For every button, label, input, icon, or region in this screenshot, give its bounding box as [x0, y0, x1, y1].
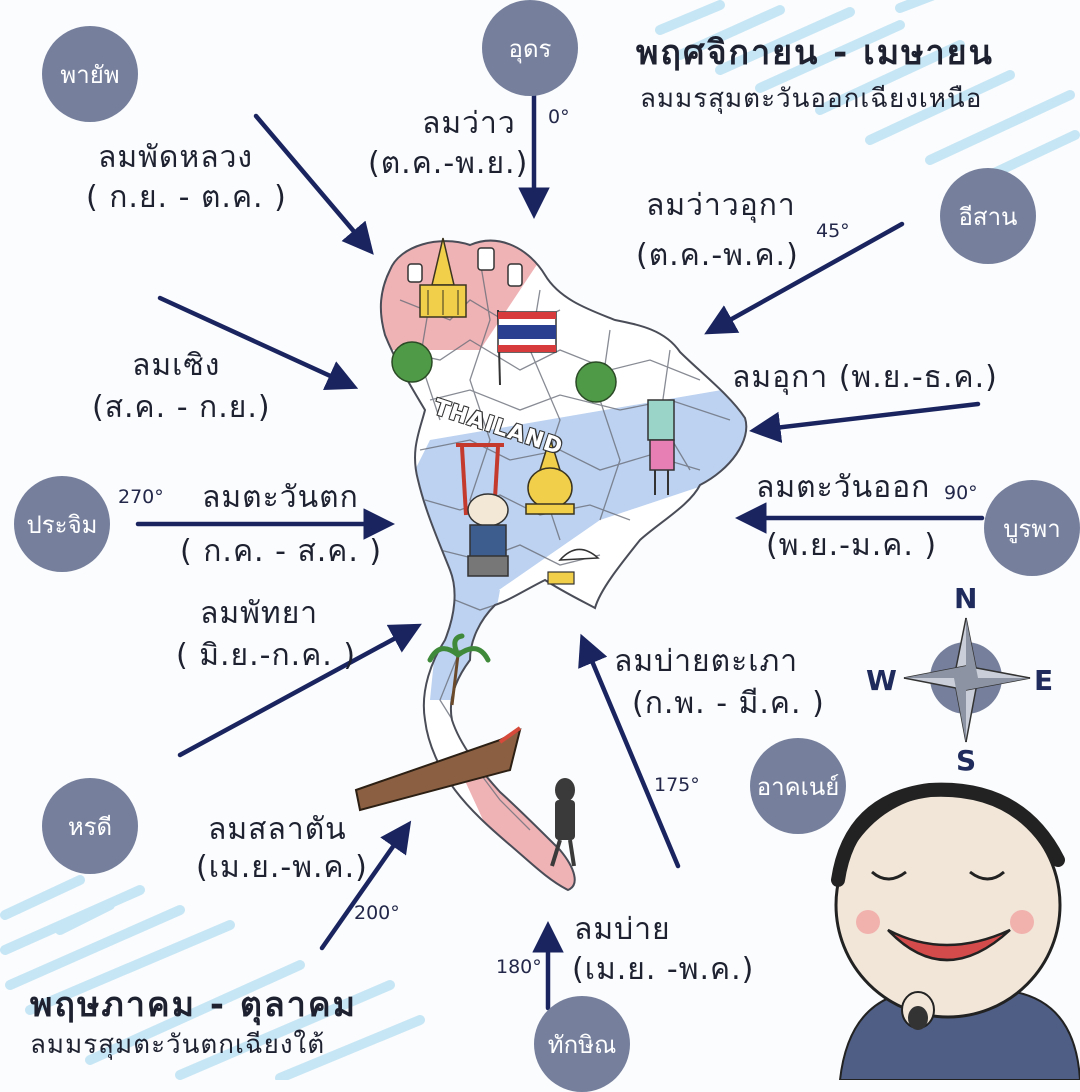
direction-badge-udon: อุดร: [482, 0, 578, 96]
arrow-phat-ya: [177, 623, 422, 758]
wind-label-wao: ลมว่าว: [422, 106, 516, 141]
wind-label-bai: ลมบ่าย: [574, 912, 671, 947]
direction-badge-akhane: อาคเนย์: [750, 738, 846, 834]
direction-badge-phayap: พายัพ: [42, 26, 138, 122]
wind-period-bai-ta-phao: (ก.พ. - มี.ค. ): [632, 686, 825, 721]
arrow-wao-ukah: [704, 221, 905, 335]
tree-illustration: [391, 341, 617, 403]
wind-period-bai: (เม.ย. -พ.ค.): [572, 952, 755, 987]
direction-badge-pracheem: ประจิม: [14, 476, 110, 572]
wind-label-salatan: ลมสลาตัน: [208, 812, 347, 847]
wind-label-tawan-ok: ลมตะวันออก: [756, 470, 931, 505]
stupa-illustration: [525, 435, 575, 515]
wind-degree-wao: 0°: [548, 106, 570, 128]
sky-stripes-bottom: [0, 875, 425, 1080]
beach-umbrella-illustration: [547, 548, 600, 585]
compass-rose: [903, 617, 1031, 743]
arrow-salatan: [319, 820, 412, 951]
longtail-boat-illustration: [354, 726, 522, 812]
wind-label-tawan-tok: ลมตะวันตก: [202, 480, 359, 515]
wind-label-phat-ya: ลมพัทยา: [200, 596, 319, 631]
wind-label-wao-ukah: ลมว่าวอุกา: [646, 188, 796, 223]
wind-degree-tawan-tok: 270°: [118, 486, 164, 508]
footer-subtitle: ลมมรสุมตะวันตกเฉียงใต้: [30, 1030, 326, 1060]
arrow-ukah: [749, 401, 981, 444]
wind-period-wao: (ต.ค.-พ.ย.): [368, 146, 529, 181]
palm-tree-illustration: [427, 633, 491, 706]
lantern-illustration: [407, 247, 523, 287]
header-title: พฤศจิกายน - เมษายน: [636, 33, 994, 73]
wind-arrows: [135, 89, 985, 1011]
footer-title: พฤษภาคม - ตุลาคม: [30, 985, 358, 1025]
phi-ta-khon-illustration: [647, 399, 675, 495]
boy-character-illustration: [467, 493, 509, 577]
direction-badge-harodee: หรดี: [42, 778, 138, 874]
direction-badge-isan: อีสาน: [940, 168, 1036, 264]
sky-stripes-top: [655, 0, 1080, 180]
wind-period-phat-ya: ( มิ.ย.-ก.ค. ): [176, 638, 357, 673]
arrow-sing: [157, 295, 359, 390]
shadow-puppet-illustration: [550, 778, 576, 867]
arrow-phat-luang: [253, 113, 374, 255]
thai-flag-illustration: [497, 309, 557, 386]
meditating-man-illustration: [831, 782, 1080, 1080]
wind-period-wao-ukah: (ต.ค.-พ.ค.): [636, 238, 799, 273]
header-subtitle: ลมมรสุมตะวันออกเฉียงเหนือ: [640, 84, 983, 114]
temple-illustration: [419, 237, 467, 318]
compass-south: S: [956, 744, 977, 777]
direction-badge-thaksin: ทักษิณ: [534, 996, 630, 1092]
arrow-bai-ta-phao: [578, 633, 681, 869]
compass-west: W: [866, 664, 897, 697]
compass-north: N: [954, 582, 978, 615]
wind-label-phat-luang: ลมพัดหลวง: [98, 140, 254, 175]
compass-east: E: [1034, 664, 1054, 697]
wind-period-salatan: (เม.ย.-พ.ค.): [196, 850, 368, 885]
wind-label-bai-ta-phao: ลมบ่ายตะเภา: [614, 644, 799, 679]
wind-degree-bai-ta-phao: 175°: [654, 774, 700, 796]
wind-label-ukah: ลมอุกา (พ.ย.-ธ.ค.): [732, 360, 998, 395]
wind-period-sing: (ส.ค. - ก.ย.): [92, 390, 271, 425]
direction-badge-burapha: บูรพา: [984, 480, 1080, 576]
wind-degree-wao-ukah: 45°: [816, 220, 850, 242]
wind-period-tawan-tok: ( ก.ค. - ส.ค. ): [180, 534, 383, 569]
wind-label-sing: ลมเซิง: [132, 348, 221, 383]
wind-period-tawan-ok: (พ.ย.-ม.ค. ): [766, 528, 938, 563]
wind-degree-bai: 180°: [496, 956, 542, 978]
wind-period-phat-luang: ( ก.ย. - ต.ค. ): [86, 180, 287, 215]
wind-degree-salatan: 200°: [354, 902, 400, 924]
wind-degree-tawan-ok: 90°: [944, 482, 978, 504]
